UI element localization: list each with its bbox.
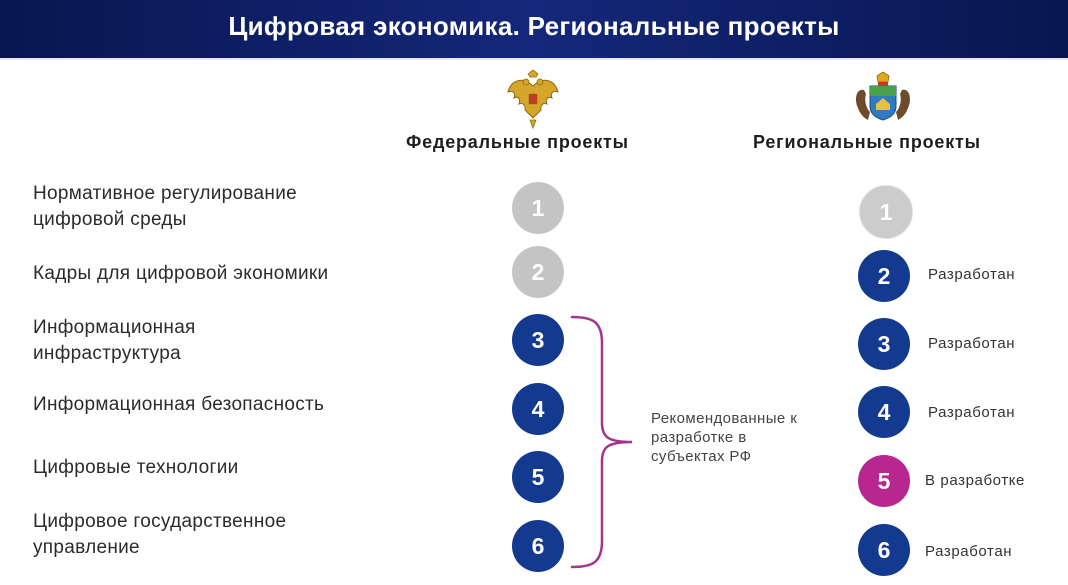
- federal-project-5-circle: 5: [512, 451, 564, 503]
- row-label-2: Кадры для цифровой экономики: [33, 263, 329, 284]
- federal-project-6-circle: 6: [512, 520, 564, 572]
- regional-status-2: Разработан: [928, 266, 1016, 283]
- regional-status-5: В разработке: [925, 472, 1025, 489]
- federal-project-3-circle: 3: [512, 314, 564, 366]
- regional-project-4-circle: 4: [858, 386, 910, 438]
- page-title: Цифровая экономика. Региональные проекты: [228, 11, 840, 41]
- regional-status-3: Разработан: [928, 335, 1016, 352]
- curly-brace-icon: [570, 315, 633, 569]
- row-label-1: Нормативное регулирование цифровой среды: [33, 183, 297, 230]
- regional-project-2-circle: 2: [858, 250, 910, 302]
- federal-project-4-circle: 4: [512, 383, 564, 435]
- federal-projects-heading: Федеральные проекты: [406, 132, 629, 152]
- regional-projects-heading: Региональные проекты: [753, 132, 981, 152]
- row-label-6: Цифровое государственное управление: [33, 511, 287, 558]
- regional-status-6: Разработан: [925, 543, 1013, 560]
- recommendation-note: Рекомендованные к разработке в субъектах…: [651, 410, 798, 465]
- federal-project-1-circle: 1: [512, 182, 564, 234]
- regional-status-4: Разработан: [928, 404, 1016, 421]
- regional-project-3-circle: 3: [858, 318, 910, 370]
- row-label-4: Информационная безопасность: [33, 394, 325, 415]
- regional-project-6-circle: 6: [858, 524, 910, 576]
- row-label-3: Информационная инфраструктура: [33, 317, 196, 364]
- federal-project-2-circle: 2: [512, 246, 564, 298]
- regional-project-5-circle: 5: [858, 455, 910, 507]
- russian-coat-of-arms-icon: [507, 69, 559, 130]
- row-label-5: Цифровые технологии: [33, 457, 239, 478]
- tyumen-region-coat-of-arms-icon: [856, 71, 910, 121]
- header-banner: Цифровая экономика. Региональные проекты: [0, 0, 1068, 60]
- regional-project-1-circle: 1: [859, 185, 913, 239]
